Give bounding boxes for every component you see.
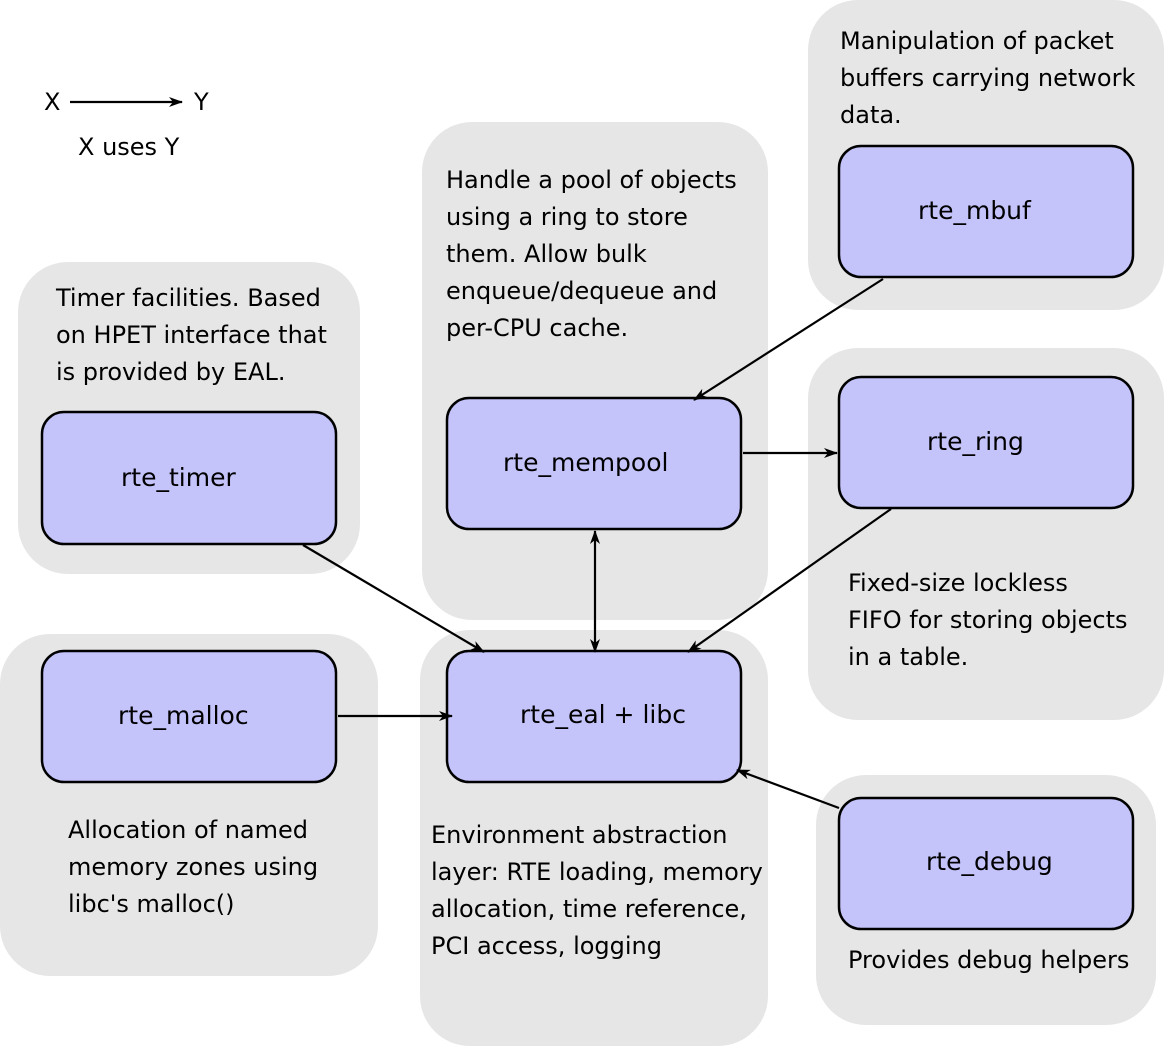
mempool-description: Handle a pool of objects using a ring to…	[446, 166, 744, 342]
module-label: rte_ring	[927, 427, 1024, 456]
module-rte-ring[interactable]: rte_ring	[837, 375, 1135, 510]
module-label: rte_malloc	[118, 701, 249, 730]
legend-caption: X uses Y	[78, 133, 180, 161]
module-rte-mbuf[interactable]: rte_mbuf	[837, 144, 1135, 279]
module-rte-timer[interactable]: rte_timer	[40, 410, 338, 546]
module-rte-eal[interactable]: rte_eal + libc	[445, 649, 743, 784]
legend-from-label: X	[44, 88, 60, 116]
module-label: rte_timer	[121, 463, 236, 492]
module-label: rte_eal + libc	[520, 700, 686, 729]
module-rte-malloc[interactable]: rte_malloc	[40, 649, 338, 784]
module-label: rte_mbuf	[918, 196, 1032, 225]
edge-mbuf-to-mempool	[693, 278, 884, 401]
module-rte-mempool[interactable]: rte_mempool	[445, 396, 743, 531]
edge-ring-to-eal	[687, 508, 892, 653]
edge-timer-to-eal	[302, 544, 485, 653]
module-label: rte_debug	[926, 847, 1053, 876]
legend-to-label: Y	[193, 88, 209, 116]
debug-description: Provides debug helpers	[848, 946, 1129, 974]
legend: X Y X uses Y	[44, 88, 209, 161]
module-label: rte_mempool	[503, 448, 668, 477]
module-rte-debug[interactable]: rte_debug	[837, 796, 1135, 931]
edge-debug-to-eal	[736, 768, 840, 810]
timer-description: Timer facilities. Based on HPET interfac…	[55, 284, 335, 386]
eal-description: Environment abstraction layer: RTE loadi…	[431, 821, 770, 960]
malloc-description: Allocation of named memory zones using l…	[68, 816, 326, 918]
mbuf-description: Manipulation of packet buffers carrying …	[840, 27, 1143, 129]
ring-description: Fixed-size lockless FIFO for storing obj…	[848, 569, 1135, 671]
